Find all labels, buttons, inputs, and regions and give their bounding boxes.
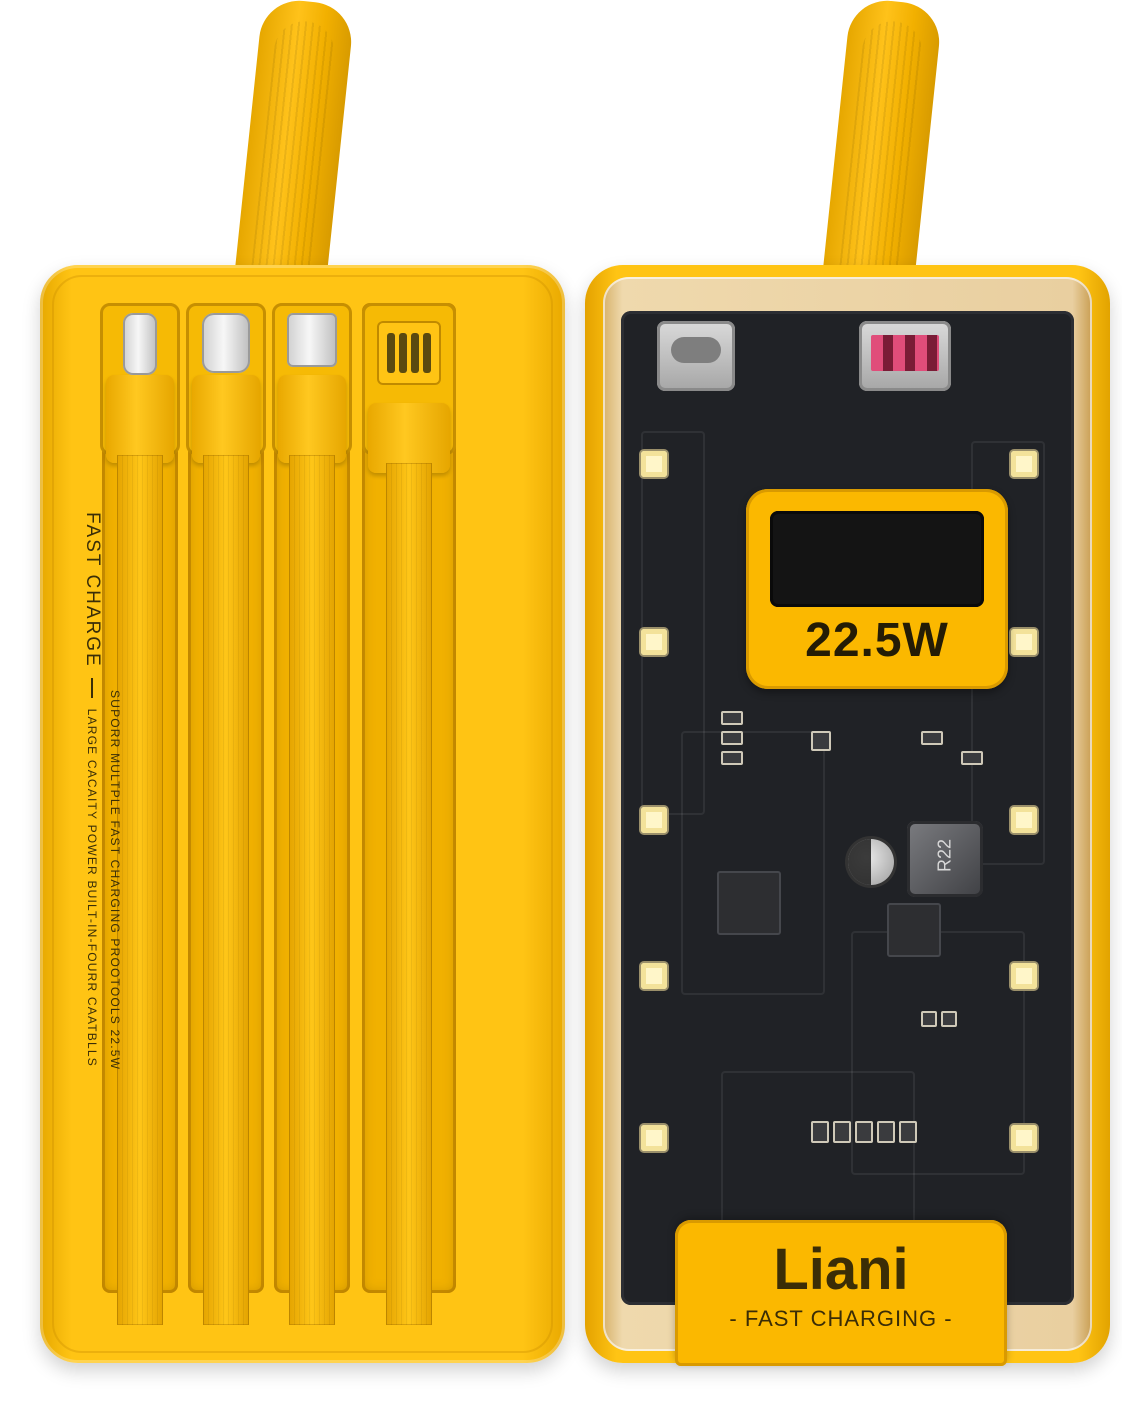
capacity-text: LARGE CACAITY POWER BUILT-IN-FOURR CAATB… (85, 708, 99, 1067)
led-light (1011, 629, 1037, 655)
lanyard-strap-right (820, 0, 944, 305)
brand-plate: Liani - FAST CHARGING - (675, 1220, 1007, 1366)
led-light (641, 451, 667, 477)
lightning-connector-icon (123, 313, 157, 375)
front-printed-text: FAST CHARGE LARGE CACAITY POWER BUILT-IN… (63, 512, 103, 1212)
led-light (641, 629, 667, 655)
usb-a-port-icon (859, 321, 951, 391)
display-screen (770, 511, 984, 607)
cable-2 (186, 303, 266, 1325)
fast-charge-label: FAST CHARGE (82, 512, 103, 668)
wattage-label: 22.5W (805, 614, 949, 667)
led-light (641, 807, 667, 833)
usb-c-connector-icon (202, 313, 250, 373)
cable-3 (272, 303, 352, 1325)
ic-chip (717, 871, 781, 935)
inductor: R22 (907, 821, 983, 897)
lanyard-strap-left (232, 0, 356, 305)
digital-display: 22.5W (746, 489, 1008, 689)
electrolytic-capacitor (848, 839, 894, 885)
power-bank-back: 22.5W R22 (585, 265, 1110, 1363)
led-light (1011, 807, 1037, 833)
led-light (1011, 451, 1037, 477)
usb-c-port-icon (657, 321, 735, 391)
inductor-label: R22 (934, 838, 955, 873)
circuit-board: 22.5W R22 (621, 311, 1074, 1305)
micro-usb-connector-icon (287, 313, 337, 367)
brand-tagline: - FAST CHARGING - (729, 1306, 953, 1331)
brand-logo-text: Liani (773, 1237, 909, 1302)
ic-chip (887, 903, 941, 957)
led-light (1011, 963, 1037, 989)
cable-4 (362, 303, 456, 1325)
protocol-text: SUPORR MULTPLE FAST CHARGING PROOTOOLS 2… (108, 690, 122, 1071)
front-printed-text-2: SUPORR MULTPLE FAST CHARGING PROOTOOLS 2… (84, 690, 124, 1390)
power-bank-front (40, 265, 565, 1363)
usb-a-connector-icon (377, 321, 441, 385)
led-light (641, 1125, 667, 1151)
led-light (1011, 1125, 1037, 1151)
led-light (641, 963, 667, 989)
cable-1 (100, 303, 180, 1325)
